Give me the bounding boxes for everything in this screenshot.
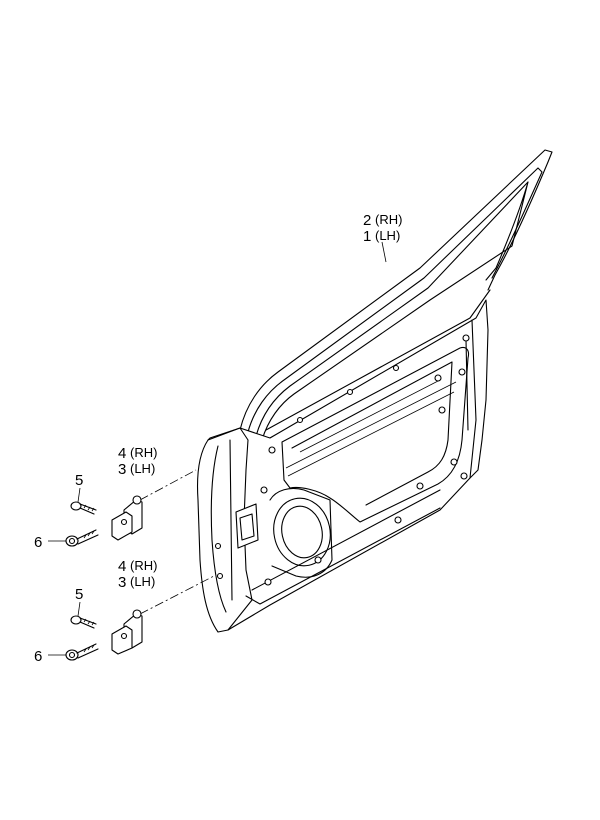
lower-hinge-rh-side: (RH) <box>130 558 157 573</box>
upper-bolt-leader <box>77 487 81 503</box>
lower-washer-bolt-number: 6 <box>34 648 42 665</box>
lower-hinge-centerline <box>139 575 215 615</box>
label-lower-hinge-rh: 4 (RH) <box>118 558 157 575</box>
lower-bolt-icon <box>70 615 97 629</box>
upper-hinge-assembly[interactable] <box>48 469 197 547</box>
label-door-lh: 1 (LH) <box>363 228 400 245</box>
upper-hinge-centerline <box>139 469 197 501</box>
lower-bolt-leader <box>77 601 81 617</box>
label-lower-hinge-lh: 3 (LH) <box>118 574 155 591</box>
upper-hinge-rh-number: 4 <box>118 445 126 462</box>
upper-washer-bolt-icon <box>65 529 99 547</box>
door-rh-side: (RH) <box>375 212 402 227</box>
label-upper-hinge-rh: 4 (RH) <box>118 445 157 462</box>
lower-hinge-rh-number: 4 <box>118 558 126 575</box>
upper-hinge-lh-side: (LH) <box>130 461 155 476</box>
lower-hinge-lh-side: (LH) <box>130 574 155 589</box>
door-label-leader <box>381 241 387 263</box>
panel-holes <box>214 334 470 586</box>
front-door-panel[interactable] <box>196 149 553 633</box>
label-door-rh: 2 (RH) <box>363 212 402 229</box>
upper-hinge-rh-side: (RH) <box>130 445 157 460</box>
door-lh-side: (LH) <box>375 228 400 243</box>
label-upper-hinge-lh: 3 (LH) <box>118 461 155 478</box>
lower-washer-bolt-icon <box>65 643 99 661</box>
door-lh-number: 1 <box>363 228 371 245</box>
upper-bolt-number: 5 <box>75 472 83 489</box>
door-rh-number: 2 <box>363 212 371 229</box>
lower-hinge-lh-number: 3 <box>118 574 126 591</box>
lower-hinge-assembly[interactable] <box>48 575 215 661</box>
upper-hinge-lh-number: 3 <box>118 461 126 478</box>
upper-washer-bolt-number: 6 <box>34 534 42 551</box>
lower-bolt-number: 5 <box>75 586 83 603</box>
upper-bolt-icon <box>70 501 97 515</box>
